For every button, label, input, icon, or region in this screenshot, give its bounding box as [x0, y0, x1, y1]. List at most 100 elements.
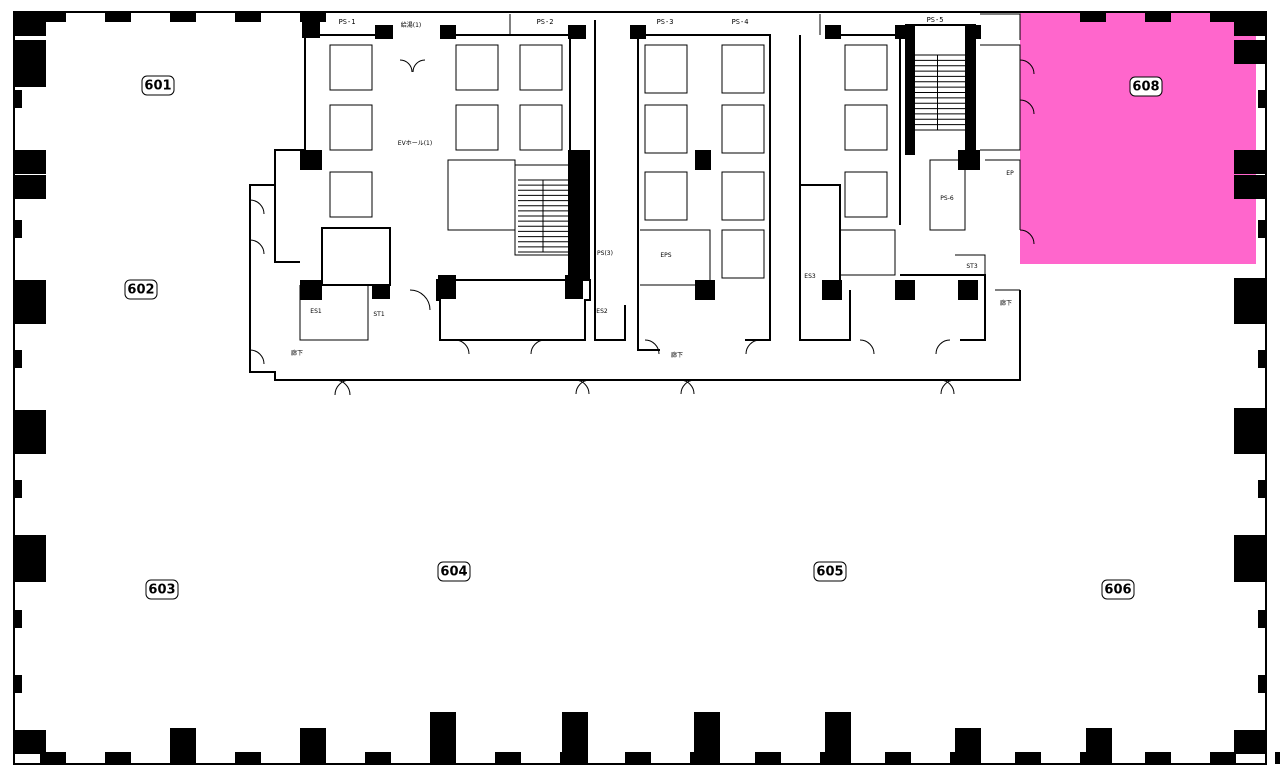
- corridor-label: 廊下: [1000, 299, 1012, 307]
- door-swing: [1019, 99, 1035, 115]
- core-column: [565, 275, 583, 299]
- perimeter-column: [14, 63, 46, 87]
- pipe-space-labels: PS-1 PS-2 PS-3 PS-4 PS-5: [339, 16, 944, 26]
- perimeter-column: [14, 220, 22, 238]
- perimeter-column: [625, 752, 651, 764]
- perimeter-column: [1015, 752, 1041, 764]
- perimeter-column: [825, 712, 851, 740]
- perimeter-column: [14, 610, 22, 628]
- equipment-box: [721, 104, 765, 154]
- perimeter-column: [1234, 12, 1266, 36]
- perimeter-column: [1210, 752, 1236, 764]
- door-swing: [940, 379, 956, 395]
- door-swing: [249, 349, 265, 365]
- unit-tag-601[interactable]: 601: [141, 75, 175, 96]
- perimeter-column: [14, 430, 46, 454]
- door-swing: [249, 239, 265, 255]
- unit-tag-605[interactable]: 605: [813, 561, 847, 582]
- core-column: [895, 280, 915, 300]
- perimeter-column: [40, 752, 66, 764]
- core-column: [695, 280, 715, 300]
- ps-label: PS-6: [940, 195, 954, 202]
- perimeter-column: [1258, 155, 1266, 173]
- ps-label: PS-1: [339, 18, 356, 26]
- unit-tag-604[interactable]: 604: [437, 561, 471, 582]
- door-swing: [334, 379, 351, 396]
- core-column: [822, 280, 842, 300]
- perimeter-column: [1234, 430, 1266, 454]
- equipment-box: [844, 171, 888, 218]
- perimeter-column: [14, 285, 22, 303]
- unit-tag-608[interactable]: 608: [1129, 76, 1163, 97]
- perimeter-column: [235, 12, 261, 22]
- door-swing: [409, 289, 431, 311]
- perimeter-column: [755, 752, 781, 764]
- ps-label: PS-2: [537, 18, 554, 26]
- equipment-box: [329, 104, 373, 151]
- perimeter-column: [14, 480, 22, 498]
- core-column: [958, 280, 978, 300]
- core-column: [300, 150, 322, 170]
- perimeter-column: [14, 90, 22, 108]
- core-column: [905, 25, 915, 155]
- core-equipment: [329, 44, 888, 279]
- perimeter-column: [1080, 12, 1106, 22]
- perimeter-column: [955, 728, 981, 764]
- door-swing: [745, 339, 761, 355]
- perimeter-column: [1258, 90, 1266, 108]
- core-column: [300, 280, 322, 300]
- door-swing: [399, 59, 413, 73]
- perimeter-column: [694, 712, 720, 740]
- unit-tag-606[interactable]: 606: [1101, 579, 1135, 600]
- perimeter-column: [1234, 730, 1266, 754]
- equipment-box: [721, 229, 765, 279]
- perimeter-columns: [14, 12, 1280, 764]
- door-swing: [249, 199, 265, 215]
- perimeter-column: [105, 752, 131, 764]
- equipment-box: [721, 44, 765, 94]
- equipment-box: [844, 104, 888, 151]
- equipment-box: [455, 44, 499, 91]
- unit-608-highlight[interactable]: [1020, 12, 1256, 264]
- perimeter-column: [14, 730, 46, 754]
- equipment-box: [455, 104, 499, 151]
- perimeter-column: [14, 545, 22, 563]
- doors: [249, 59, 1035, 396]
- equipment-box: [644, 104, 688, 154]
- perimeter-column: [1145, 12, 1171, 22]
- core-column: [375, 25, 393, 39]
- perimeter-column: [1086, 728, 1112, 764]
- core-column: [440, 25, 456, 39]
- perimeter-column: [1258, 285, 1266, 303]
- eps-label: EPS: [660, 252, 671, 259]
- perimeter-column: [1234, 40, 1266, 64]
- st-label: ST3: [966, 263, 977, 270]
- perimeter-column: [1258, 220, 1266, 238]
- ev-hall-label: EVホール(1): [398, 140, 432, 147]
- core-column: [568, 25, 586, 39]
- perimeter-column: [1258, 350, 1266, 368]
- svg-text:608: 608: [1132, 80, 1159, 95]
- ps-label: PS-3: [657, 18, 674, 26]
- st-label: ST1: [373, 311, 384, 318]
- door-swing: [1019, 59, 1035, 75]
- unit-tag-602[interactable]: 602: [124, 279, 158, 300]
- unit-tag-603[interactable]: 603: [145, 579, 179, 600]
- es-label: ES2: [596, 308, 608, 315]
- corridor-label: 廊下: [671, 351, 683, 359]
- core-column: [825, 25, 841, 39]
- door-swing: [334, 379, 351, 396]
- eps-label: EP: [1006, 170, 1014, 177]
- svg-text:601: 601: [144, 79, 171, 94]
- equipment-box: [519, 104, 563, 151]
- equipment-box: [844, 44, 888, 91]
- perimeter-column: [885, 752, 911, 764]
- core-column: [695, 150, 711, 170]
- perimeter-column: [1234, 300, 1266, 324]
- perimeter-column: [1258, 610, 1266, 628]
- perimeter-column: [430, 712, 456, 740]
- perimeter-column: [1258, 545, 1266, 563]
- perimeter-column: [14, 300, 46, 324]
- ps-label: PS-5: [927, 16, 944, 24]
